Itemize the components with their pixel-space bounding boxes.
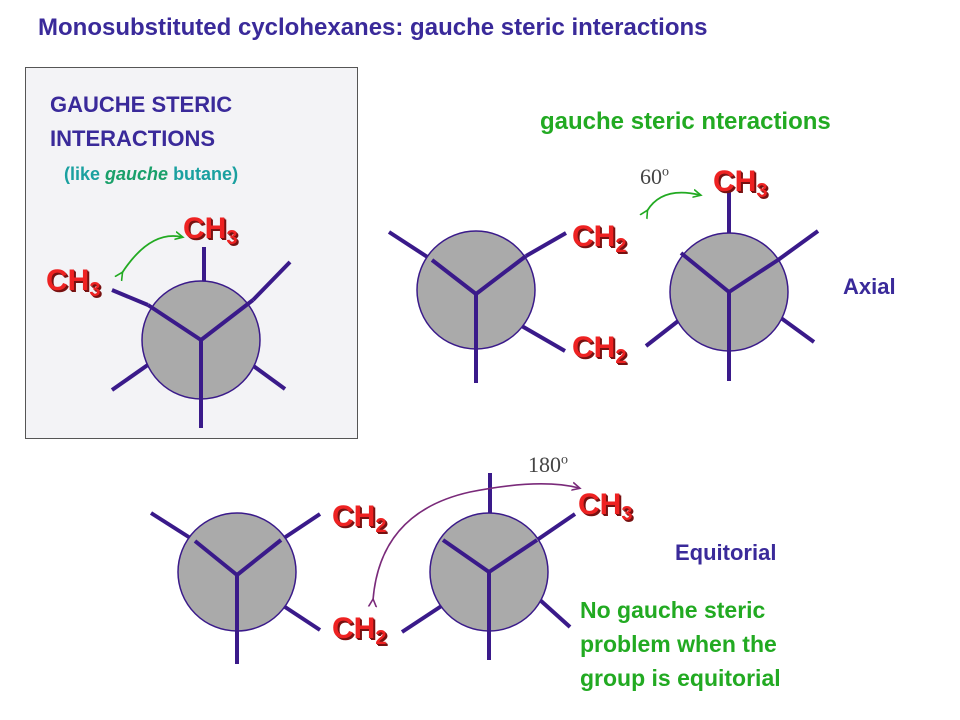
equatorial-angle-label: 180o [528, 452, 568, 478]
axial-angle-label: 60o [640, 164, 669, 190]
inset-subtitle: (like gauche butane) [64, 164, 238, 185]
equatorial-note-line1: No gauche steric [580, 597, 766, 623]
axial-ch2-upper: CH2 [572, 222, 626, 261]
axial-ch2-upper-sub: 2 [615, 235, 627, 257]
axial-angle-unit: o [662, 164, 669, 180]
axial-ch3-main: CH [713, 165, 757, 198]
inset-heading-line1: GAUCHE STERIC [50, 92, 233, 117]
equatorial-label: Equitorial [675, 540, 777, 565]
equatorial-note-line3: group is equitorial [580, 665, 781, 691]
equatorial-right-ring [373, 473, 579, 660]
equatorial-ch3: CH3 [578, 490, 632, 529]
axial-heading: gauche steric nteractions [540, 108, 831, 135]
inset-ch3-top-main: CH [183, 212, 227, 245]
inset-sub-prefix: (like [64, 164, 106, 184]
equatorial-ch2-upper: CH2 [332, 502, 386, 541]
inset-sub-suffix: butane) [168, 164, 239, 184]
inset-ch3-left: CH3 [46, 266, 100, 305]
axial-ch2-lower: CH2 [572, 333, 626, 372]
equatorial-ch2-upper-main: CH [332, 500, 376, 533]
equatorial-note-line2: problem when the [580, 631, 777, 657]
axial-label: Axial [843, 274, 896, 299]
inset-ch3-left-main: CH [46, 264, 90, 297]
equatorial-ch2-upper-sub: 2 [375, 515, 387, 537]
equatorial-angle-value: 180 [528, 452, 561, 477]
equatorial-angle-unit: o [561, 452, 568, 468]
axial-ch2-lower-sub: 2 [615, 346, 627, 368]
page-title: Monosubstituted cyclohexanes: gauche ste… [38, 14, 708, 41]
equatorial-ch2-lower-sub: 2 [375, 627, 387, 649]
axial-angle-value: 60 [640, 164, 662, 189]
equatorial-ch2-lower-main: CH [332, 612, 376, 645]
axial-left-ring [387, 230, 567, 383]
axial-right-ring [646, 190, 820, 381]
axial-ch3: CH3 [713, 167, 767, 206]
axial-ch2-upper-main: CH [572, 220, 616, 253]
inset-ch3-left-sub: 3 [89, 279, 101, 301]
inset-heading: GAUCHE STERIC INTERACTIONS [50, 88, 232, 156]
inset-heading-line2: INTERACTIONS [50, 126, 215, 151]
inset-newman-projection [110, 236, 292, 428]
equatorial-ch3-main: CH [578, 488, 622, 521]
axial-ch3-sub: 3 [756, 180, 768, 202]
inset-ch3-top: CH3 [183, 214, 237, 253]
inset-sub-italic: gauche [105, 164, 169, 184]
inset-ch3-top-sub: 3 [226, 227, 238, 249]
equatorial-ch3-sub: 3 [621, 503, 633, 525]
equatorial-left-ring [149, 511, 322, 664]
axial-ch2-lower-main: CH [572, 331, 616, 364]
equatorial-ch2-lower: CH2 [332, 614, 386, 653]
equatorial-note: No gauche steric problem when the group … [580, 593, 781, 695]
